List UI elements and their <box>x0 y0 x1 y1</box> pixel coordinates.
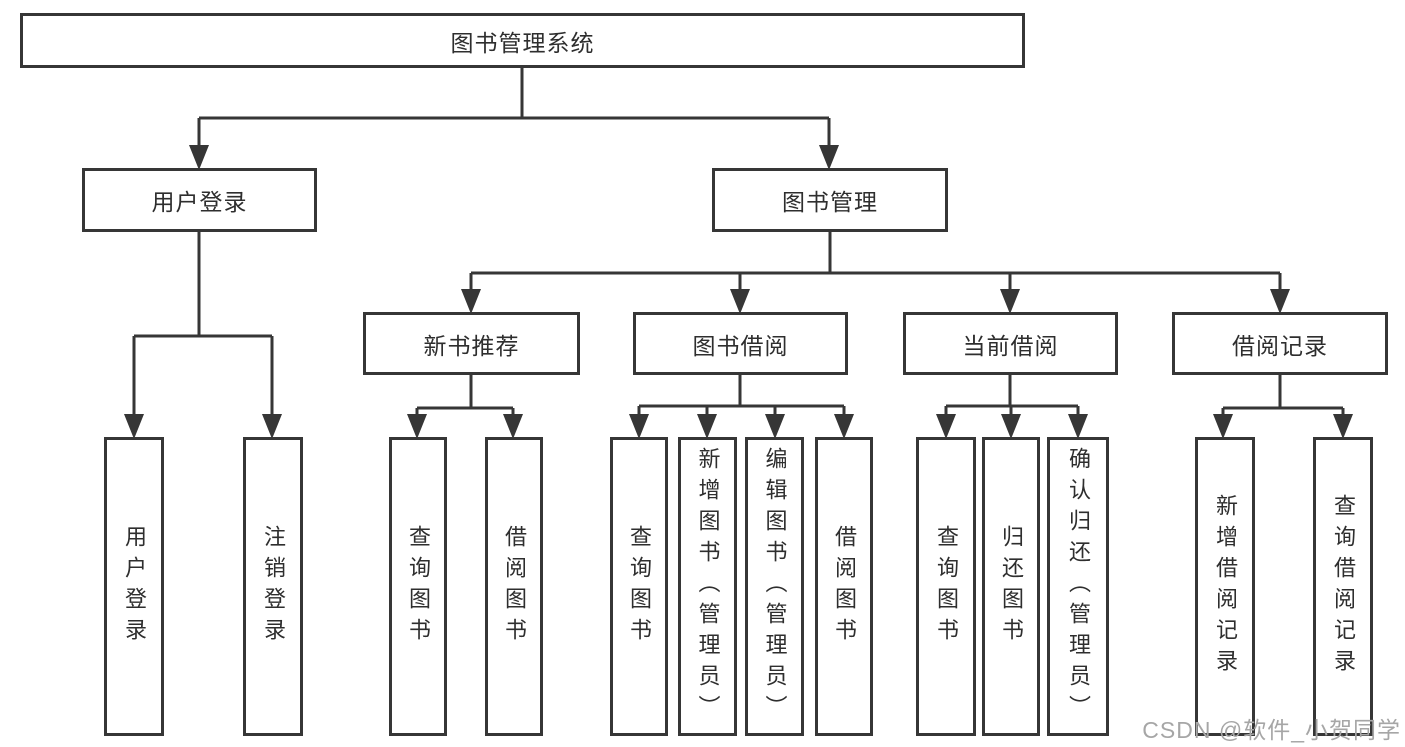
leaf-nb-query-books-label: 查询图书 <box>406 524 431 649</box>
node-book-borrowing: 图书借阅 <box>633 312 848 375</box>
leaf-cb-query-books: 查询图书 <box>916 437 976 736</box>
leaf-br-query-borrow-record-label: 查询借阅记录 <box>1331 493 1356 680</box>
leaf-cb-query-books-label: 查询图书 <box>934 524 959 649</box>
node-new-book-recommendation: 新书推荐 <box>363 312 580 375</box>
leaf-cb-confirm-return-admin-label: 确认归还（管理员） <box>1066 447 1091 726</box>
node-book-management: 图书管理 <box>712 168 948 232</box>
leaf-bb-query-books-label: 查询图书 <box>627 524 652 649</box>
leaf-user-login: 用户登录 <box>104 437 164 736</box>
arrowheads <box>124 145 1353 439</box>
node-root-label: 图书管理系统 <box>450 29 595 56</box>
leaf-cb-return-books: 归还图书 <box>982 437 1040 736</box>
leaf-br-add-borrow-record-label: 新增借阅记录 <box>1213 493 1238 680</box>
node-user-login-label: 用户登录 <box>151 189 248 215</box>
leaf-bb-edit-books-admin-label: 编辑图书（管理员） <box>762 447 788 726</box>
leaf-bb-add-books-admin-label: 新增图书（管理员） <box>695 447 721 726</box>
leaf-user-login-label: 用户登录 <box>122 524 147 649</box>
leaf-bb-query-books: 查询图书 <box>610 437 668 736</box>
node-user-login: 用户登录 <box>82 168 317 232</box>
node-borrowing-records: 借阅记录 <box>1172 312 1388 375</box>
node-book-borrowing-label: 图书借阅 <box>692 332 789 359</box>
connector-paths <box>132 68 1345 416</box>
node-current-borrowing-label: 当前借阅 <box>962 332 1059 359</box>
leaf-cb-confirm-return-admin: 确认归还（管理员） <box>1047 437 1109 736</box>
leaf-logout-label: 注销登录 <box>261 524 286 649</box>
leaf-br-add-borrow-record: 新增借阅记录 <box>1195 437 1255 736</box>
node-root: 图书管理系统 <box>20 13 1025 68</box>
leaf-logout: 注销登录 <box>243 437 303 736</box>
leaf-bb-add-books-admin: 新增图书（管理员） <box>678 437 737 736</box>
leaf-br-query-borrow-record: 查询借阅记录 <box>1313 437 1373 736</box>
node-borrowing-records-label: 借阅记录 <box>1232 332 1328 359</box>
leaf-nb-borrow-books: 借阅图书 <box>485 437 543 736</box>
leaf-bb-borrow-books: 借阅图书 <box>815 437 873 736</box>
leaf-cb-return-books-label: 归还图书 <box>999 524 1024 649</box>
leaf-nb-query-books: 查询图书 <box>389 437 447 736</box>
node-book-management-label: 图书管理 <box>782 189 878 215</box>
leaf-bb-borrow-books-label: 借阅图书 <box>832 524 857 649</box>
leaf-bb-edit-books-admin: 编辑图书（管理员） <box>745 437 804 736</box>
node-new-book-recommendation-label: 新书推荐 <box>423 332 520 359</box>
leaf-nb-borrow-books-label: 借阅图书 <box>502 524 527 649</box>
node-current-borrowing: 当前借阅 <box>903 312 1118 375</box>
